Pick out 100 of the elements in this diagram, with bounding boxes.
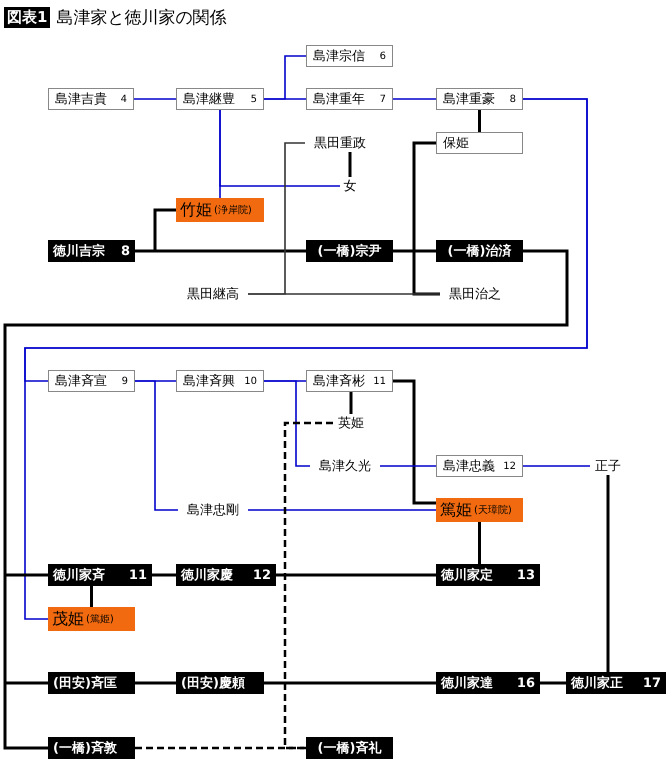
- person-name: 島津忠義: [443, 458, 495, 475]
- person-name: (田安)慶頼: [181, 674, 245, 692]
- person-box: [306, 737, 393, 759]
- family-line: [264, 380, 310, 467]
- person-name: 島津継豊: [183, 91, 235, 108]
- person-name: 正子: [590, 457, 626, 475]
- person-box: [436, 88, 523, 110]
- person-name: 茂姫: [52, 608, 84, 630]
- family-line: [135, 746, 306, 750]
- diagram-title: 島津家と徳川家の関係: [56, 7, 226, 29]
- person-name: 島津重豪: [443, 91, 495, 108]
- family-line: [380, 465, 436, 467]
- generation-number: 12: [503, 460, 516, 472]
- person-name: 黒田重政: [305, 134, 375, 152]
- person-box: [566, 672, 666, 694]
- generation-number: 10: [244, 376, 257, 386]
- person-name: 竹姫: [180, 200, 212, 220]
- family-line: [348, 152, 352, 177]
- figure-label: 図表1: [4, 7, 50, 28]
- person-name: 女: [340, 177, 360, 195]
- family-line: [134, 98, 176, 100]
- generation-number: 5: [250, 94, 257, 104]
- family-line: [135, 380, 178, 511]
- person-box: [48, 240, 135, 262]
- title-text: (篤姫): [86, 613, 114, 626]
- person-name: 保姫: [443, 135, 469, 152]
- person-name: 島津重年: [313, 91, 365, 108]
- person-name: 篤姫: [440, 500, 472, 520]
- person-box: [176, 88, 264, 110]
- highlighted-person-box: [48, 607, 135, 631]
- person-box: [48, 370, 135, 392]
- person-box: [436, 132, 523, 154]
- person-name: 徳川家正: [571, 674, 623, 692]
- person-box: [176, 564, 276, 586]
- person-box: [436, 564, 540, 586]
- person-box: [48, 564, 152, 586]
- generation-number: 8: [120, 244, 130, 258]
- generation-number: 7: [380, 94, 386, 104]
- highlighted-person-box: [176, 198, 264, 222]
- family-line: [248, 509, 436, 511]
- person-box: [48, 672, 135, 694]
- generation-number: 17: [642, 676, 661, 690]
- person-name: 徳川吉宗: [53, 242, 105, 260]
- family-line: [219, 110, 340, 187]
- family-line: [152, 574, 176, 576]
- title-text: (天璋院): [474, 504, 512, 517]
- family-line: [276, 574, 436, 576]
- family-line: [90, 586, 93, 607]
- family-line: [478, 110, 481, 132]
- person-name: 島津吉貴: [55, 91, 107, 108]
- person-name: 徳川家慶: [181, 566, 233, 584]
- generation-number: 13: [516, 568, 535, 582]
- family-line: [478, 522, 481, 564]
- generation-number: 9: [122, 376, 128, 386]
- person-box: [306, 88, 393, 110]
- person-box: [306, 240, 393, 262]
- family-line: [412, 142, 440, 296]
- person-box: [176, 672, 264, 694]
- highlighted-person-box: [436, 498, 523, 522]
- person-name: 島津宗信: [313, 48, 365, 65]
- family-line: [540, 682, 566, 684]
- family-line: [393, 98, 436, 100]
- generation-number: 11: [373, 376, 386, 386]
- family-line: [248, 293, 440, 295]
- family-line: [264, 682, 436, 684]
- family-line: [24, 98, 588, 620]
- family-line: [606, 475, 610, 672]
- family-line: [135, 682, 176, 684]
- generation-number: 8: [510, 94, 516, 104]
- family-line: [264, 98, 306, 100]
- person-name: 島津忠剛: [178, 501, 248, 519]
- person-box: [436, 455, 523, 477]
- person-name: (一橋)斉礼: [318, 740, 382, 757]
- family-line: [523, 465, 590, 467]
- person-box: [48, 737, 135, 759]
- person-name: 徳川家定: [441, 566, 493, 584]
- person-name: 島津斉彬: [313, 373, 365, 390]
- generation-number: 6: [380, 50, 386, 62]
- family-line: [393, 380, 436, 504]
- person-name: 徳川家達: [441, 674, 493, 692]
- person-name: 徳川家斉: [53, 566, 105, 584]
- generation-number: 16: [516, 676, 535, 690]
- person-name: 島津斉興: [183, 373, 235, 390]
- person-name: 黒田継高: [178, 285, 248, 303]
- person-name: (田安)斉匡: [53, 674, 117, 692]
- person-name: (一橋)宗尹: [318, 242, 382, 260]
- title-text: (浄岸院): [214, 204, 252, 217]
- person-name: 島津久光: [310, 457, 380, 475]
- family-line: [350, 392, 352, 414]
- person-box: [48, 88, 134, 110]
- generation-number: 4: [120, 94, 127, 104]
- person-name: 黒田治之: [440, 285, 510, 303]
- person-name: 島津斉宣: [55, 373, 107, 390]
- person-name: 英姫: [333, 414, 369, 432]
- person-name: (一橋)斉敦: [53, 740, 117, 757]
- generation-number: 11: [128, 568, 147, 582]
- family-line: [393, 250, 436, 252]
- person-box: [436, 672, 540, 694]
- generation-number: 12: [252, 568, 271, 582]
- person-box: [306, 45, 393, 67]
